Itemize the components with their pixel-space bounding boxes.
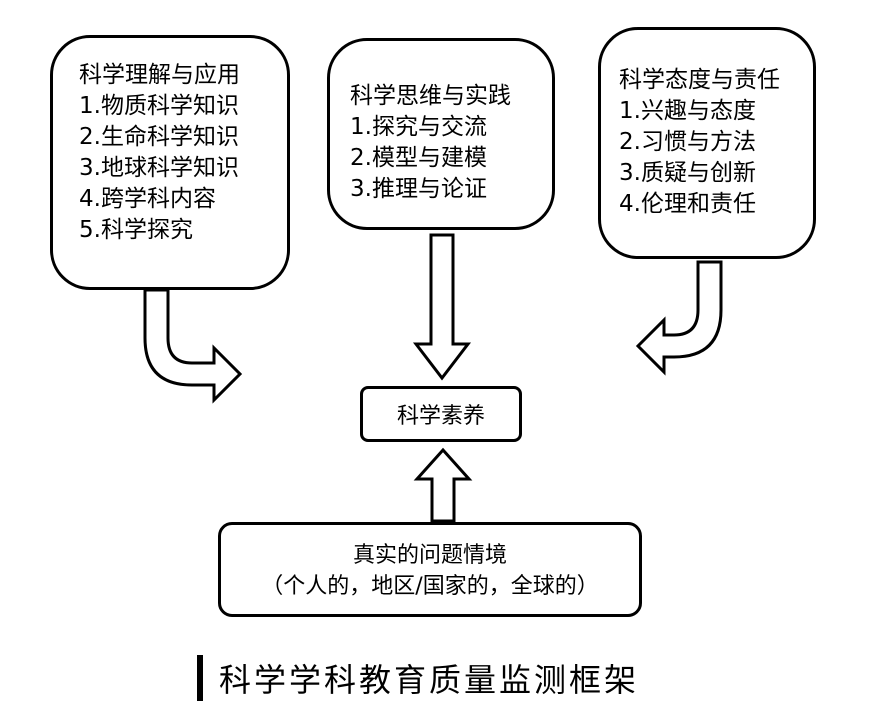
understanding-item: 5.科学探究 [79,217,193,243]
attitude-box: 科学态度与责任 1.兴趣与态度 2.习惯与方法 3.质疑与创新 4.伦理和责任 [598,27,816,259]
attitude-item: 2.习惯与方法 [619,129,756,155]
thinking-item: 3.推理与论证 [350,176,487,202]
thinking-box: 科学思维与实践 1.探究与交流 2.模型与建模 3.推理与论证 [327,38,555,230]
attitude-item: 3.质疑与创新 [619,160,756,186]
understanding-item: 3.地球科学知识 [79,155,239,181]
core-literacy-label: 科学素养 [396,404,485,429]
understanding-box: 科学理解与应用 1.物质科学知识 2.生命科学知识 3.地球科学知识 4.跨学科… [50,35,290,290]
understanding-title: 科学理解与应用 [79,62,240,88]
attitude-item: 1.兴趣与态度 [619,98,756,124]
understanding-item: 2.生命科学知识 [79,124,239,150]
arrow-left-curved [143,288,243,404]
arrow-right-curved [635,260,723,376]
arrow-bottom-up [413,447,473,523]
attitude-item: 4.伦理和责任 [619,191,756,217]
core-literacy-box: 科学素养 [360,386,522,442]
understanding-item: 4.跨学科内容 [79,186,216,212]
thinking-item: 1.探究与交流 [350,114,487,140]
caption-text: 科学学科教育质量监测框架 [219,661,640,699]
caption-bar [197,655,203,701]
arrow-middle-down [412,233,472,381]
understanding-item: 1.物质科学知识 [79,93,239,119]
attitude-title: 科学态度与责任 [619,67,780,93]
context-scope: （个人的，地区/国家的，全球的） [261,574,599,599]
figure-caption: 科学学科教育质量监测框架 [197,652,639,704]
problem-context-box: 真实的问题情境 （个人的，地区/国家的，全球的） [218,522,642,617]
thinking-item: 2.模型与建模 [350,145,487,171]
thinking-title: 科学思维与实践 [350,83,511,109]
context-title: 真实的问题情境 [352,543,507,568]
